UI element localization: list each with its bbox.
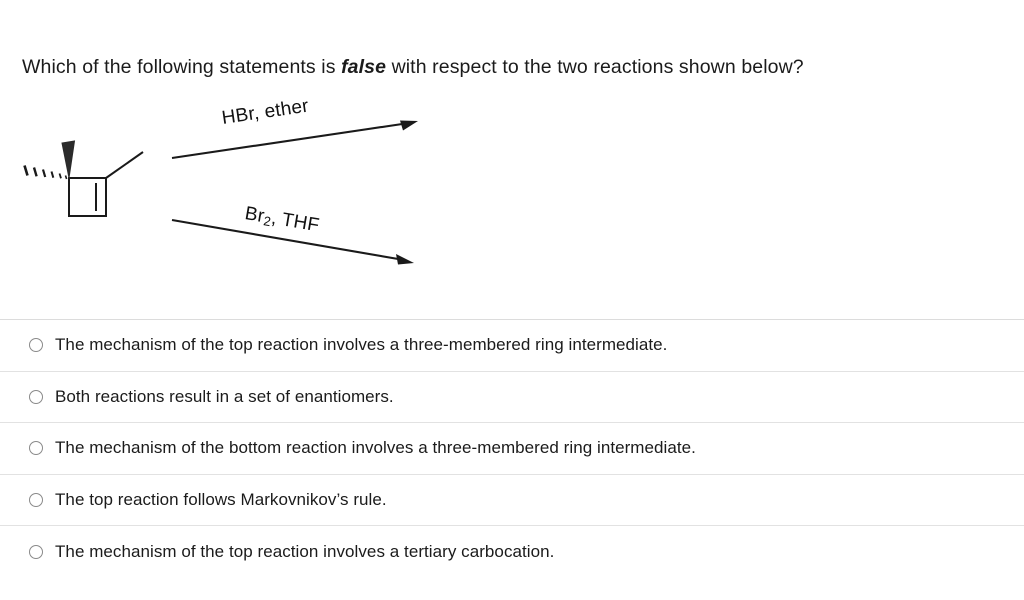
radio-button-icon[interactable] — [29, 389, 43, 404]
option-label: The mechanism of the bottom reaction inv… — [55, 438, 696, 458]
methyl-bond-plain — [105, 151, 144, 179]
reaction-scheme-drawing — [23, 120, 418, 265]
answer-options-list: The mechanism of the top reaction involv… — [0, 319, 1024, 577]
substrate-cyclobutene-structure — [23, 140, 144, 217]
option-label: The mechanism of the top reaction involv… — [55, 541, 555, 561]
reaction-arrow-top — [171, 120, 418, 160]
radio-button-icon[interactable] — [29, 441, 43, 456]
reaction-arrow-bottom — [171, 218, 414, 265]
question-text-after: with respect to the two reactions shown … — [386, 56, 804, 78]
option-label: Both reactions result in a set of enanti… — [55, 386, 394, 406]
methyl-bond-wedge — [61, 140, 76, 179]
radio-button-icon[interactable] — [29, 338, 43, 353]
question-text-before: Which of the following statements is — [22, 56, 342, 78]
option-row-4[interactable]: The top reaction follows Markovnikov’s r… — [0, 473, 1024, 526]
option-row-5[interactable]: The mechanism of the top reaction involv… — [0, 525, 1024, 577]
option-row-1[interactable]: The mechanism of the top reaction involv… — [0, 319, 1024, 371]
methyl-bond-hash — [23, 165, 68, 180]
option-row-3[interactable]: The mechanism of the bottom reaction inv… — [0, 422, 1024, 474]
radio-button-icon[interactable] — [29, 544, 43, 559]
option-label: The mechanism of the top reaction involv… — [55, 335, 668, 355]
reaction-scheme: HBr, ether Br2, THF — [0, 95, 470, 285]
cyclobutane-ring — [68, 177, 107, 217]
radio-button-icon[interactable] — [29, 493, 43, 508]
option-row-2[interactable]: Both reactions result in a set of enanti… — [0, 370, 1024, 423]
question-emphasis-false: false — [341, 56, 387, 78]
question-prompt: Which of the following statements is fal… — [22, 54, 982, 80]
option-label: The top reaction follows Markovnikov’s r… — [55, 490, 387, 510]
